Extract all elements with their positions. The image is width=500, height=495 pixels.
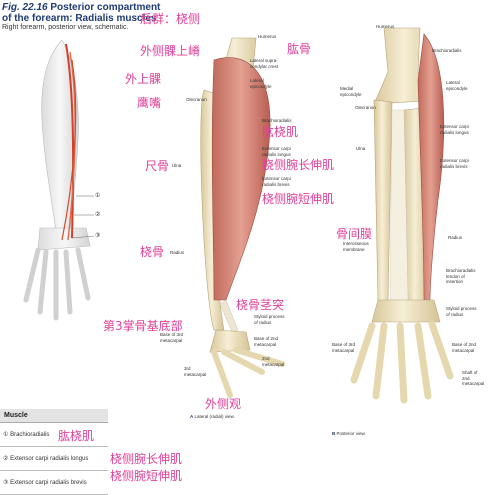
figure-title: Fig. 22.16 Posterior compartment of the …	[2, 2, 160, 24]
b-label-shaft2: Shaft of 2nd metacarpal	[462, 370, 485, 386]
cn-label-interosseous: 骨间膜	[336, 227, 373, 241]
caption-b: B Posterior view.	[332, 431, 366, 436]
b-label-styloid: Styloid process of radius	[446, 306, 477, 317]
figure-number: Fig. 22.16	[2, 2, 48, 13]
a-label-ulna: Ulna	[172, 163, 182, 168]
marker-2: ②	[95, 212, 101, 218]
cn-label-styloid: 桡骨茎突	[236, 298, 285, 312]
caption-a: A Lateral (radial) view.	[190, 414, 235, 419]
lateral-view-illustration	[200, 37, 285, 398]
cn-label-lateral-epicondyle: 外上髁	[125, 72, 162, 86]
cn-label-humerus: 肱骨	[287, 42, 312, 56]
caption-b-text: Posterior view.	[336, 431, 366, 436]
a-label-lateral-epicondyle: Lateral epicondyle	[250, 78, 272, 89]
a-label-mc2: 2nd metacarpal	[262, 356, 285, 367]
cn-label-ecr-longus: 桡侧腕长伸肌	[262, 158, 335, 172]
row-number: ①	[3, 432, 9, 438]
table-row: ① Brachioradialis	[0, 423, 108, 447]
cn-label-brachioradialis: 肱桡肌	[262, 125, 299, 139]
a-label-mc3: 3rd metacarpal	[184, 366, 207, 377]
a-label-styloid: Styloid process of radius	[254, 314, 285, 325]
posterior-view-illustration	[350, 27, 454, 404]
a-label-ridge: Lateral supra- condylar crest	[250, 58, 279, 69]
marker-3: ③	[95, 233, 101, 239]
b-label-radius: Radius	[448, 235, 463, 240]
b-label-ecr-longus: Extensor carpi radialis longus	[440, 124, 469, 135]
a-label-radius: Radius	[170, 250, 185, 255]
row-number: ②	[3, 456, 9, 462]
cn-table-brachioradialis: 肱桡肌	[58, 429, 95, 443]
a-label-base2: Base of 2nd metacarpal	[254, 336, 279, 347]
b-label-br-tendon: Brachioradialis tendon of insertion	[446, 268, 476, 284]
cn-table-brevis: 桡侧腕短伸肌	[110, 469, 183, 483]
figure-title-line2: of the forearm: Radialis muscles	[2, 13, 157, 24]
b-label-brachioradialis: Brachioradialis	[432, 48, 462, 53]
cn-label-ridge: 外侧髁上嵴	[140, 44, 201, 58]
a-label-brachioradialis: Brachioradialis	[262, 118, 292, 123]
a-label-ecr-longus: Extensor carpi radialis longus	[262, 146, 291, 157]
b-label-base2: Base of 2nd metacarpal	[452, 342, 477, 353]
table-row: ③ Extensor carpi radialis brevis	[0, 471, 108, 495]
caption-a-letter: A	[190, 414, 194, 419]
cn-label-third-metacarpal-base: 第3掌骨基底部	[103, 319, 183, 333]
cn-table-longus: 桡侧腕长伸肌	[110, 452, 183, 466]
figure-subtitle: Right forearm, posterior view, schematic…	[2, 24, 129, 31]
caption-b-letter: B	[332, 431, 336, 436]
cn-label-olecranon: 鹰嘴	[137, 96, 162, 110]
figure-title-line1: Posterior compartment	[50, 2, 161, 13]
b-label-base3: Base of 3rd metacarpal	[332, 342, 356, 353]
cn-label-ecr-brevis: 桡侧腕短伸肌	[262, 192, 335, 206]
a-label-ecr-brevis: Extensor carpi radialis brevis	[262, 176, 291, 187]
schematic-arm	[23, 39, 95, 321]
b-label-humerus: Humerus	[376, 24, 395, 29]
cn-label-lateral-view: 外侧观	[205, 397, 242, 411]
cn-label-radius: 桡骨	[140, 245, 165, 259]
a-label-humerus: Humerus	[258, 34, 277, 39]
row-number: ③	[3, 480, 9, 486]
row-name: Extensor carpi radialis brevis	[10, 479, 87, 486]
table-row: ② Extensor carpi radialis longus	[0, 447, 108, 471]
cn-header-label: 后群：桡侧	[140, 12, 201, 26]
row-name: Extensor carpi radialis longus	[10, 455, 89, 462]
a-label-base3: Base of 3rd metacarpal	[160, 332, 184, 343]
b-label-ulna: Ulna	[356, 146, 366, 151]
muscle-table: Muscle ① Brachioradialis ② Extensor carp…	[0, 409, 108, 495]
b-label-medial-epicondyle: Medial epicondyle	[340, 86, 362, 97]
b-label-ecr-brevis: Extensor carpi radialis brevis	[440, 158, 469, 169]
b-label-olecranon: Olecranon	[355, 105, 376, 110]
a-label-olecranon: Olecranon	[186, 97, 207, 102]
caption-a-text: Lateral (radial) view.	[194, 414, 235, 419]
b-label-lateral-epicondyle: Lateral epicondyle	[446, 80, 468, 91]
cn-label-ulna: 尺骨	[145, 159, 170, 173]
muscle-table-header: Muscle	[0, 409, 108, 423]
row-name: Brachioradialis	[10, 431, 50, 438]
b-label-interosseous: Interosseous membrane	[343, 241, 369, 252]
marker-1: ①	[95, 193, 101, 199]
